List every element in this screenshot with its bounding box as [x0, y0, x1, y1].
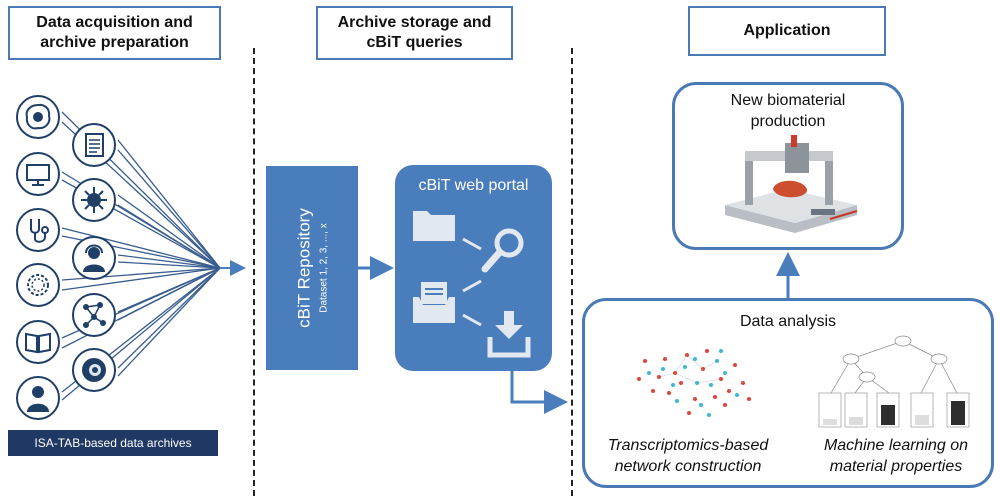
eye-icon: [72, 348, 116, 392]
biomaterial-production-box: New biomaterial production: [672, 82, 904, 250]
cbit-web-portal: cBiT web portal: [395, 165, 552, 371]
portal-title: cBiT web portal: [418, 177, 529, 194]
folder-icon: [413, 211, 455, 241]
network-graph: [637, 349, 751, 417]
header-storage-text: Archive storage and cBiT queries: [337, 14, 492, 51]
person-headset-icon: [72, 236, 116, 280]
header-acquisition: Data acquisition and archive preparation: [8, 6, 221, 60]
download-icon: [487, 311, 531, 358]
header-storage: Archive storage and cBiT queries: [316, 6, 513, 60]
repository-title: cBiT Repository: [294, 208, 314, 328]
book-icon: [16, 320, 60, 364]
network-caption: Transcriptomics-based network constructi…: [607, 437, 769, 475]
portal-icons: [413, 211, 531, 358]
cbit-repository: cBiT Repository Dataset 1, 2, 3, ..., x: [266, 166, 358, 370]
data-analysis-box: Data analysis: [582, 298, 994, 488]
repository-subtitle: Dataset 1, 2, 3, ..., x: [318, 223, 330, 313]
biomaterial-title: New biomaterial production: [730, 92, 846, 130]
header-acquisition-text: Data acquisition and archive preparation: [36, 14, 193, 51]
monitor-icon: [16, 152, 60, 196]
isa-tab-label-text: ISA-TAB-based data archives: [34, 436, 192, 450]
inbox-document-icon: [413, 282, 455, 323]
header-application: Application: [688, 6, 886, 56]
dna-icon: [16, 263, 60, 307]
ml-caption: Machine learning on material properties: [823, 437, 969, 475]
network-icon: [72, 293, 116, 337]
cell-icon: [16, 95, 60, 139]
stethoscope-icon: [16, 208, 60, 252]
separator-left: [253, 48, 255, 496]
isa-tab-label: ISA-TAB-based data archives: [8, 430, 218, 456]
person-icon: [16, 376, 60, 420]
header-application-text: Application: [743, 22, 831, 39]
repository-labels: cBiT Repository Dataset 1, 2, 3, ..., x: [295, 208, 330, 328]
magnifier-icon: [481, 228, 524, 273]
separator-right: [571, 48, 573, 496]
document-icon: [72, 123, 116, 167]
analysis-title: Data analysis: [739, 313, 837, 330]
bioprinter-image: [725, 135, 858, 233]
decision-tree: [818, 335, 970, 428]
virus-icon: [72, 178, 116, 222]
